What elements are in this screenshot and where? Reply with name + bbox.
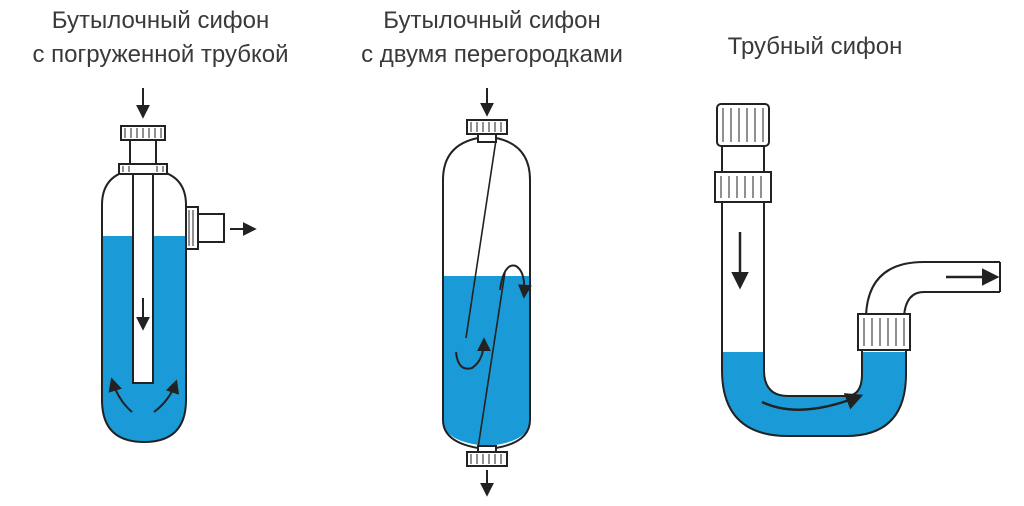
water	[443, 276, 530, 446]
title-line-1: Бутылочный сифон	[51, 7, 270, 34]
u-pipe-outer	[721, 200, 907, 437]
partition-lower	[477, 271, 506, 449]
top-neck	[721, 145, 765, 173]
title-bottle-siphon-tube: Бутылочный сифон с погруженной трубкой	[8, 4, 313, 72]
outlet-pipe	[197, 213, 225, 243]
bottle-siphon-with-tube	[101, 125, 225, 444]
title-pipe-siphon: Трубный сифон	[700, 30, 930, 64]
inner-tube	[132, 164, 154, 384]
curved-arrow-icon	[455, 337, 491, 370]
outlet-nut	[857, 313, 911, 351]
curved-arrow-icon	[153, 379, 180, 413]
bottle-body	[442, 137, 531, 449]
title-bottle-siphon-partitions: Бутылочный сифон с двумя перегородками	[333, 4, 651, 72]
title-line-1: Трубный сифон	[727, 33, 903, 60]
curved-arrow-icon	[108, 377, 133, 413]
water	[722, 352, 906, 436]
bottle-body	[101, 169, 187, 444]
curved-arrow-icon	[761, 393, 864, 411]
u-pipe-inner	[763, 200, 863, 397]
top-nut	[716, 103, 770, 147]
title-line-1: Бутылочный сифон	[383, 7, 601, 34]
middle-nut	[714, 171, 772, 203]
partition-upper	[465, 139, 497, 339]
outlet-bend-inner	[903, 291, 1000, 317]
pipe-siphon	[714, 103, 1001, 437]
bottle-siphon-with-partitions	[442, 119, 531, 467]
title-line-2: с погруженной трубкой	[32, 41, 289, 68]
lower-nut	[118, 163, 168, 175]
top-neck	[129, 139, 157, 167]
outlet-bend-outer	[865, 261, 1000, 317]
curved-arrow-icon	[499, 264, 532, 299]
outlet-nut	[185, 206, 199, 250]
title-line-2: с двумя перегородками	[361, 41, 623, 68]
